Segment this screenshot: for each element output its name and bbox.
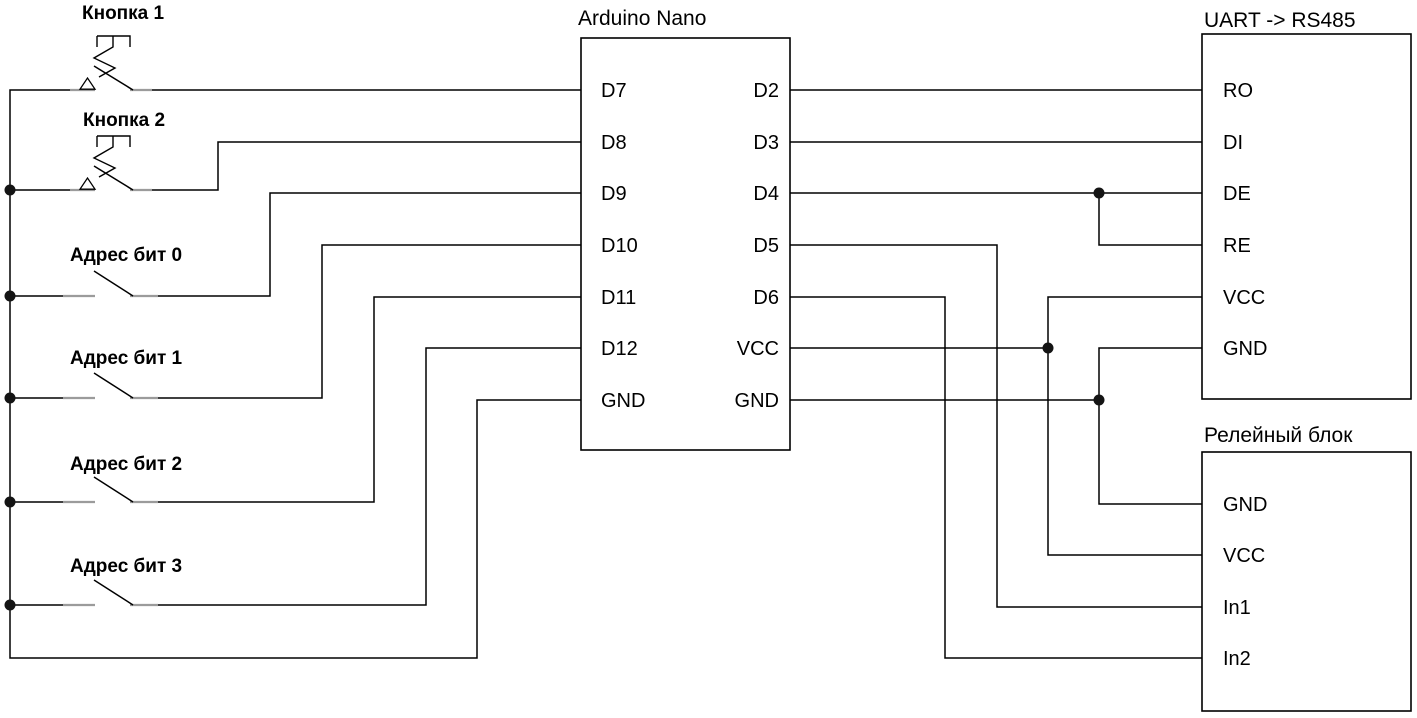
- switch2-label: Адрес бит 2: [70, 454, 182, 475]
- switch1-lever: [93, 372, 134, 399]
- button2-symbol: [70, 135, 152, 192]
- uart-pin-di: DI: [1223, 132, 1243, 154]
- switch1-label: Адрес бит 1: [70, 348, 183, 369]
- arduino-pin-d3: D3: [753, 132, 779, 154]
- wire-d6-to-in2: [790, 296, 1202, 659]
- wire-d4-branch-to-re: [1098, 193, 1202, 246]
- button1-symbol: [70, 35, 152, 92]
- wire-common-bus-to-gnd: [9, 89, 581, 659]
- wire-gnd-to-relay: [1098, 400, 1202, 505]
- wire-sw2-to-d11: [152, 296, 581, 503]
- arduino-pin-d2: D2: [753, 80, 779, 102]
- button2-actuator-triangle: [78, 176, 97, 190]
- junction-dot: [1042, 342, 1054, 354]
- button1-lever: [93, 65, 134, 91]
- wire-vcc-to-uart: [1047, 296, 1202, 348]
- junction-dots: [4, 184, 1105, 611]
- switch0-label: Адрес бит 0: [70, 245, 182, 266]
- arduino-pin-d5: D5: [753, 235, 779, 257]
- button1-actuator-triangle: [78, 76, 97, 90]
- arduino-pin-d7: D7: [601, 80, 627, 102]
- button2-head-and-spring: [92, 135, 131, 178]
- button2-lever: [93, 165, 134, 191]
- junction-dot: [4, 392, 16, 404]
- switch1-symbol: [63, 372, 158, 400]
- uart-box: [1201, 33, 1412, 400]
- arduino-pin-d6: D6: [753, 287, 779, 309]
- wire-d5-to-in1: [790, 244, 1202, 608]
- uart-pin-de: DE: [1223, 183, 1251, 205]
- switch2-lever: [93, 476, 134, 503]
- relay-title: Релейный блок: [1204, 424, 1353, 447]
- arduino-title: Arduino Nano: [578, 7, 706, 30]
- junction-dot: [4, 184, 16, 196]
- arduino-box: [580, 37, 791, 451]
- switch3-lever: [93, 579, 134, 606]
- arduino-pin-d9: D9: [601, 183, 627, 205]
- junction-dot: [1093, 187, 1105, 199]
- uart-pin-ro: RO: [1223, 80, 1253, 102]
- uart-title: UART -> RS485: [1204, 9, 1356, 32]
- arduino-pin-d11: D11: [601, 287, 636, 309]
- arduino-pin-d4: D4: [753, 183, 779, 205]
- arduino-pin-d12: D12: [601, 338, 638, 360]
- relay-pin-gnd: GND: [1223, 494, 1267, 516]
- button1-head-and-spring: [92, 35, 131, 78]
- arduino-pin-vcc: VCC: [737, 338, 779, 360]
- switch2-symbol: [63, 476, 158, 504]
- switch3-label: Адрес бит 3: [70, 556, 182, 577]
- switch3-symbol: [63, 579, 158, 607]
- button2-label: Кнопка 2: [83, 110, 165, 131]
- switch0-lever: [93, 270, 134, 297]
- relay-pin-in1: In1: [1223, 597, 1251, 619]
- wire-sw3-to-d12: [152, 347, 581, 606]
- uart-pin-gnd: GND: [1223, 338, 1267, 360]
- junction-dot: [1093, 394, 1105, 406]
- arduino-pin-gnd-right: GND: [735, 390, 779, 412]
- relay-pin-vcc: VCC: [1223, 545, 1265, 567]
- junction-dot: [4, 290, 16, 302]
- wires: [9, 89, 1202, 659]
- button1-label: Кнопка 1: [82, 3, 165, 24]
- arduino-pin-d10: D10: [601, 235, 638, 257]
- junction-dot: [4, 599, 16, 611]
- uart-pin-re: RE: [1223, 235, 1251, 257]
- junction-dot: [4, 496, 16, 508]
- relay-pin-in2: In2: [1223, 648, 1251, 670]
- switch0-symbol: [63, 270, 158, 298]
- arduino-pin-gnd-left: GND: [601, 390, 645, 412]
- uart-pin-vcc: VCC: [1223, 287, 1265, 309]
- wire-sw0-to-d9: [152, 192, 581, 297]
- relay-box: [1201, 451, 1412, 712]
- wire-gnd-to-uart: [1098, 347, 1202, 400]
- wire-vcc-to-relay: [1047, 348, 1202, 556]
- arduino-pin-d8: D8: [601, 132, 627, 154]
- wire-button2-to-d8: [152, 141, 581, 191]
- wire-sw1-to-d10: [152, 244, 581, 399]
